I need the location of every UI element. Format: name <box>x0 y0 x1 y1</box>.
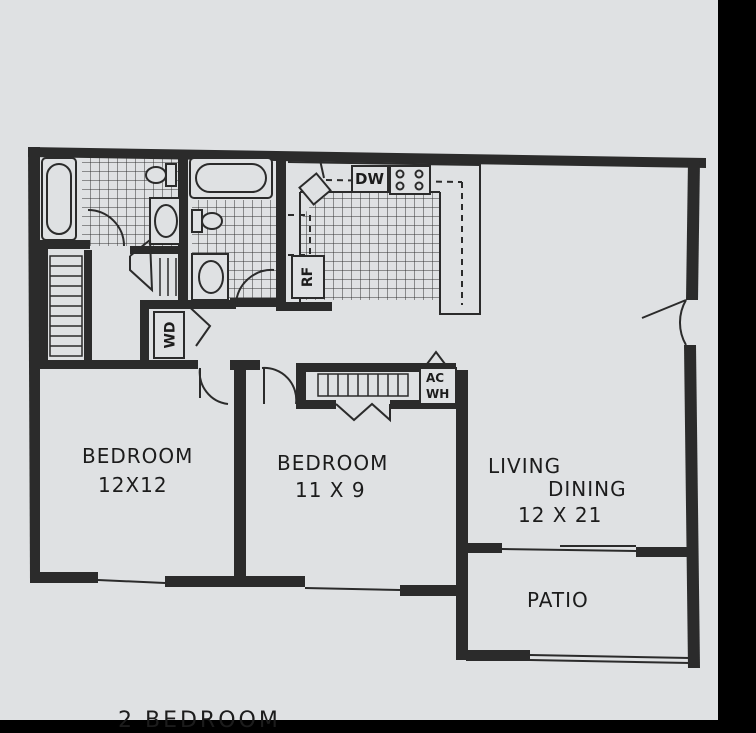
windows <box>97 545 691 664</box>
sink <box>298 159 332 206</box>
bedroom-2-name: BEDROOM <box>277 451 389 475</box>
bathtubs <box>41 157 273 241</box>
bedroom-2-size: 11 X 9 <box>295 478 366 502</box>
ac-label: AC <box>426 371 445 385</box>
shelves <box>49 255 409 397</box>
living-dining-size: 12 X 21 <box>518 503 603 527</box>
walls <box>28 147 706 668</box>
refrigerator-label: RF <box>300 266 317 288</box>
toilets <box>145 163 223 233</box>
living-name: LIVING <box>488 454 562 478</box>
vanities <box>149 197 229 301</box>
bedroom-1-size: 12X12 <box>98 473 168 497</box>
washer-dryer <box>153 311 185 359</box>
refrigerator <box>291 255 325 299</box>
washer-dryer-label: WD <box>162 321 179 349</box>
water-heater-label: WH <box>426 387 450 401</box>
floor-plan <box>28 147 706 668</box>
dishwasher-label: DW <box>355 170 384 188</box>
dishwasher <box>351 165 389 193</box>
door-swings <box>87 209 687 423</box>
patio-name: PATIO <box>527 588 589 612</box>
ac-wh-closet <box>419 367 457 405</box>
dining-name: DINING <box>548 477 627 501</box>
stove <box>389 165 431 195</box>
plan-caption: 2 BEDROOM <box>118 708 281 733</box>
bedroom-1-name: BEDROOM <box>82 444 194 468</box>
